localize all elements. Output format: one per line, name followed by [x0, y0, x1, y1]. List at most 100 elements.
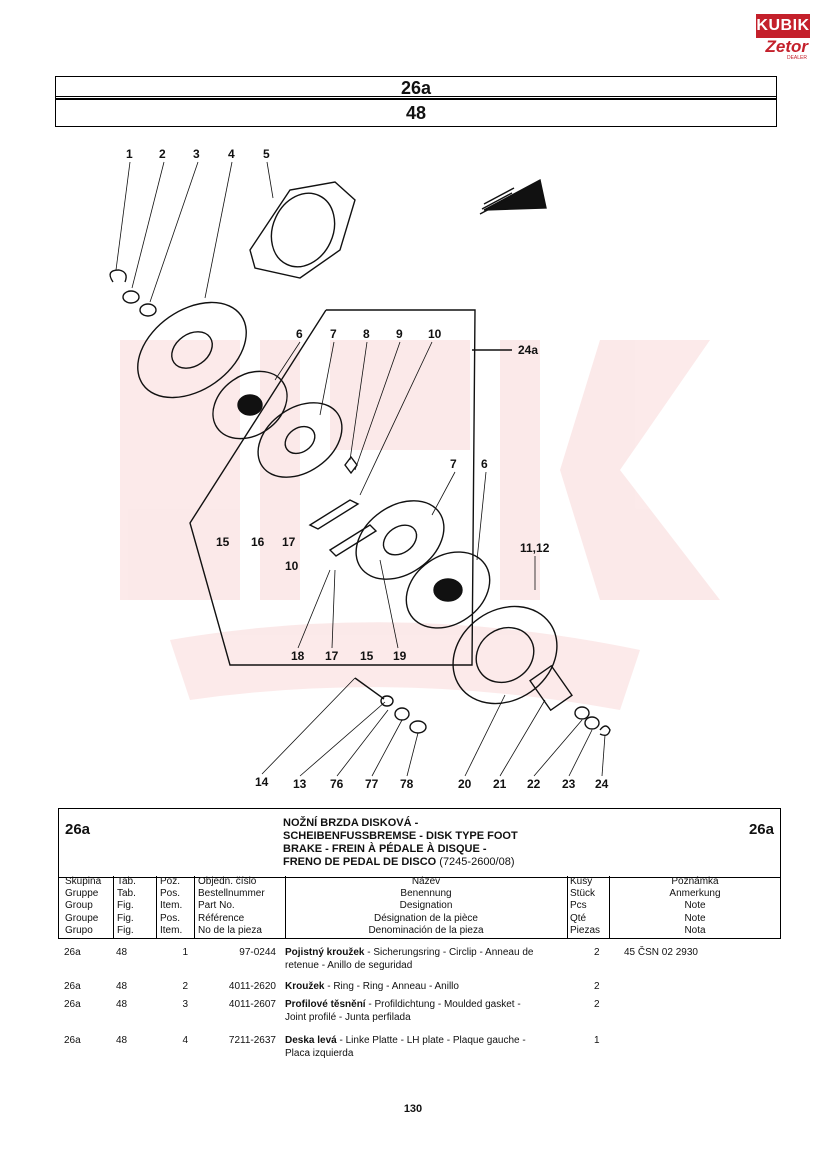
part-8-spring	[344, 455, 358, 475]
title-line-4-wrap: FRENO DE PEDAL DE DISCO (7245-2600/08)	[283, 856, 518, 869]
col-group-fr: Groupe	[65, 912, 99, 924]
col-pos-en: Item.	[160, 900, 183, 912]
row-name-rest: - Profildichtung - Moulded gasket -	[365, 999, 521, 1010]
callout-1: 1	[126, 147, 133, 161]
callout-15a: 15	[216, 535, 230, 549]
callout-10a: 10	[428, 327, 442, 341]
callout-7b: 7	[450, 457, 457, 471]
row-name-bold: Profilové těsnění	[285, 999, 366, 1010]
callout-17b: 17	[325, 649, 339, 663]
callout-10b: 10	[285, 559, 299, 573]
table-number: 48	[405, 103, 427, 123]
col-group-en: Group	[65, 900, 93, 912]
callout-78: 78	[400, 777, 414, 791]
col-pos-cs: Poz.	[160, 876, 181, 887]
part-6-disk	[212, 370, 288, 440]
col-name-es: Denominación de la pieza	[368, 924, 484, 936]
row-name-line2: Placa izquierda	[285, 1048, 354, 1059]
callout-2: 2	[159, 147, 166, 161]
parts-table-header: 26a NOŽNÍ BRZDA DISKOVÁ - SCHEIBENFUSSBR…	[58, 808, 781, 878]
callout-76: 76	[330, 777, 344, 791]
part-4-plate	[137, 301, 247, 399]
callout-13: 13	[293, 777, 307, 791]
group-label-right: 26a	[748, 821, 774, 838]
col-partno-en: Part No.	[198, 900, 235, 912]
col-note-es: Nota	[684, 924, 706, 936]
col-group: Skupina Gruppe Group Groupe Grupo	[65, 876, 115, 938]
col-name-de: Benennung	[400, 888, 452, 900]
col-tab: Tab. Tab. Fig. Fig. Fig.	[113, 876, 157, 938]
callout-4: 4	[228, 147, 235, 161]
col-note-en: Note	[684, 900, 706, 912]
col-partno-es: No de la pieza	[198, 924, 262, 936]
part-14-bolt	[354, 677, 385, 700]
part-6-disk-right	[405, 551, 491, 629]
row-group: 26a	[64, 999, 81, 1010]
kubik-zetor-logo: KUBIK Zetor DEALER	[756, 14, 810, 64]
page-number: 130	[403, 1103, 423, 1115]
assembly-outline	[189, 309, 476, 666]
row-name-bold: Pojistný kroužek	[285, 947, 365, 958]
col-note-fr: Note	[684, 912, 706, 924]
part-21-splined-shaft	[529, 664, 573, 712]
col-note: Poznámka Anmerkung Note Note Nota	[609, 876, 780, 938]
callout-24a: 24a	[518, 343, 538, 357]
col-qty-en: Pcs	[570, 900, 587, 912]
col-qty: Kusy Stück Pcs Qté Piezas	[567, 876, 610, 938]
col-pos-de: Pos.	[160, 888, 181, 900]
col-pos: Poz. Pos. Item. Pos. Item.	[156, 876, 196, 938]
part-11-housing	[452, 605, 558, 705]
row-pos: 4	[182, 1035, 188, 1046]
col-group-es: Grupo	[65, 924, 93, 936]
callout-23: 23	[562, 777, 576, 791]
logo-tag: DEALER	[786, 55, 807, 61]
row-pos: 1	[182, 947, 188, 958]
callout-16: 16	[251, 535, 265, 549]
column-headers: Skupina Gruppe Group Groupe Grupo Tab. T…	[58, 876, 781, 939]
title-line-3: BRAKE - FREIN À PÉDALE À DISQUE -	[283, 843, 487, 855]
row-qty: 2	[594, 947, 600, 958]
row-name: Deska levá - Linke Platte - LH plate - P…	[285, 1034, 570, 1060]
row-name-bold: Kroužek	[285, 981, 325, 992]
part-78-nut	[409, 720, 427, 734]
row-name: Profilové těsnění - Profildichtung - Mou…	[285, 998, 570, 1024]
row-tab: 48	[116, 947, 128, 958]
row-name-line2: retenue - Anillo de seguridad	[285, 960, 413, 971]
parts-rows: 26a 48 1 97-0244 Pojistný kroužek - Sich…	[58, 946, 779, 1064]
part-1-circlip	[109, 269, 127, 283]
table-row: 26a 48 4 7211-2637 Deska levá - Linke Pl…	[58, 1034, 779, 1064]
part-10-lever	[308, 499, 360, 530]
row-group: 26a	[64, 1035, 81, 1046]
part-77-bush	[394, 707, 410, 721]
callout-20: 20	[458, 777, 472, 791]
col-name: Název Benennung Designation Désignation …	[285, 876, 566, 938]
part-7-plate-right	[355, 500, 445, 580]
callout-77: 77	[365, 777, 379, 791]
callout-6a: 6	[296, 327, 303, 341]
group-label-left: 26a	[65, 821, 91, 838]
col-note-de: Anmerkung	[669, 888, 721, 900]
row-partno: 4011-2607	[228, 999, 276, 1010]
col-note-cs: Poznámka	[671, 876, 719, 887]
group-header: 26a	[55, 76, 777, 99]
part-24-circlip	[599, 725, 611, 737]
row-note: 45 ČSN 02 2930	[624, 947, 698, 958]
callout-19: 19	[393, 649, 407, 663]
callout-15b: 15	[360, 649, 374, 663]
row-tab: 48	[116, 1035, 128, 1046]
callout-14: 14	[255, 775, 269, 789]
part-7-plate	[257, 402, 343, 478]
col-group-cs: Skupina	[65, 876, 102, 887]
col-partno-cs: Objedn. číslo	[198, 876, 257, 887]
col-tab-de: Tab.	[117, 888, 136, 900]
table-header: 48	[55, 99, 777, 127]
callout-5: 5	[263, 147, 270, 161]
part-5-flange	[249, 181, 356, 279]
col-name-fr: Désignation de la pièce	[374, 912, 478, 924]
assembly-title: NOŽNÍ BRZDA DISKOVÁ - SCHEIBENFUSSBREMSE…	[283, 817, 518, 869]
direction-arrow	[483, 178, 547, 211]
part-23-ring	[584, 716, 600, 730]
col-name-cs: Název	[411, 876, 441, 887]
logo-sub: Zetor	[765, 37, 809, 56]
part-2-ring	[122, 290, 140, 304]
